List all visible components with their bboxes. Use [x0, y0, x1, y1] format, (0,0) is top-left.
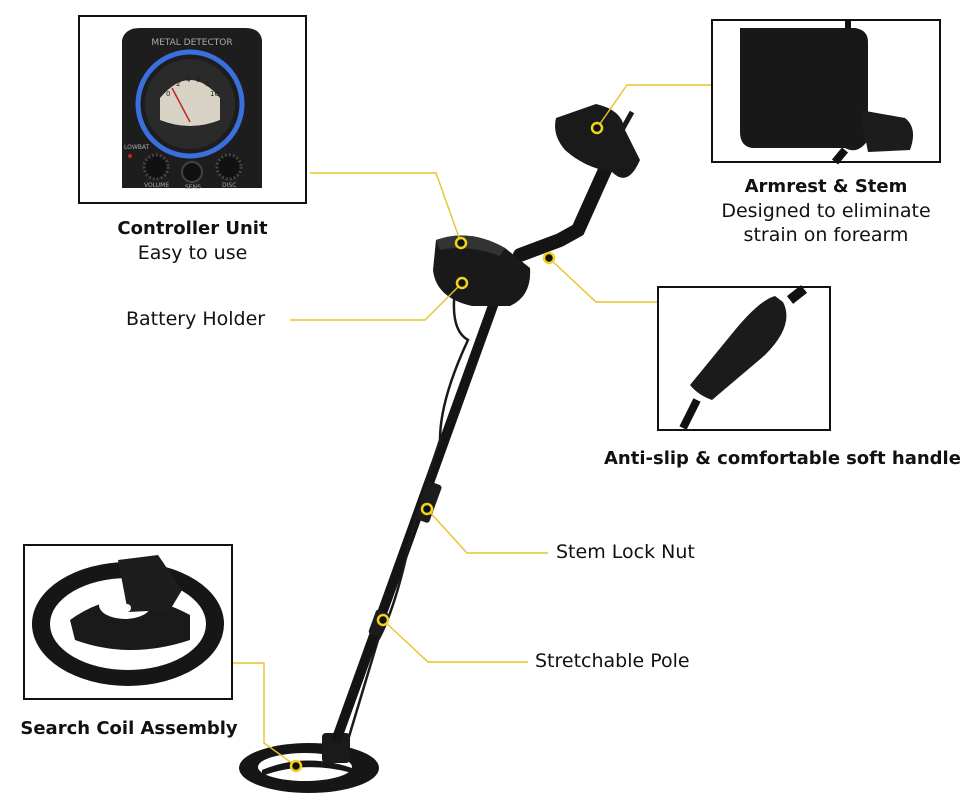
coil-inset: [23, 544, 233, 700]
armrest-line1: Designed to eliminate: [721, 200, 931, 222]
controller-label: Controller Unit Easy to use: [90, 216, 295, 265]
handle-line1: Anti-slip & comfortable: [604, 448, 841, 469]
metal-detector: [239, 104, 640, 793]
led-ring: [135, 49, 245, 159]
handle-line2: soft handle: [846, 448, 960, 469]
controller-inset: METAL DETECTOR 0 2 4 6 8 10 LOWBAT VOLUM…: [78, 15, 307, 204]
coil-bracket: [322, 733, 350, 763]
armrest-line2: strain on forearm: [743, 224, 909, 246]
svg-text:4: 4: [186, 76, 191, 84]
armrest: [555, 104, 640, 178]
marker-coil: [289, 759, 303, 773]
marker-lock-nut: [420, 502, 434, 516]
svg-text:0: 0: [166, 90, 170, 98]
meter-needle: [171, 87, 191, 123]
grip: [690, 296, 787, 400]
armrest-title: Armrest & Stem: [744, 176, 908, 197]
coil-label: Search Coil Assembly: [6, 716, 252, 741]
volume-knob: [142, 153, 170, 181]
svg-text:10: 10: [210, 90, 219, 98]
svg-text:8: 8: [205, 80, 209, 88]
svg-text:LOWBAT: LOWBAT: [124, 144, 150, 151]
stem-lock-nut: [414, 481, 442, 523]
marker-pole: [376, 613, 390, 627]
coil-title: Search Coil Assembly: [20, 718, 238, 739]
battery-holder-label: Battery Holder: [126, 308, 266, 330]
marker-controller: [454, 236, 468, 250]
armrest-label: Armrest & Stem Designed to eliminate str…: [700, 174, 952, 247]
handle-label: Anti-slip & comfortable soft handle: [604, 446, 960, 471]
svg-text:DISC: DISC: [222, 182, 236, 189]
controller-title: Controller Unit: [117, 218, 268, 239]
stretchable-pole-label: Stretchable Pole: [535, 650, 690, 672]
leader-lines: [229, 84, 712, 767]
meter-dial: [160, 80, 220, 126]
lowbat-led: [128, 154, 132, 158]
marker-handle: [542, 251, 556, 265]
stem-lock-nut-label: Stem Lock Nut: [556, 541, 695, 563]
marker-battery: [455, 276, 469, 290]
sens-knob: [181, 161, 203, 183]
svg-text:VOLUME: VOLUME: [144, 182, 169, 189]
disc-knob: [215, 153, 243, 181]
armrest-inset: [711, 19, 941, 165]
svg-text:2: 2: [176, 80, 180, 88]
svg-text:SENS: SENS: [185, 184, 201, 191]
panel-title: METAL DETECTOR: [151, 38, 232, 48]
callout-markers: [289, 121, 604, 773]
marker-armrest: [590, 121, 604, 135]
controller-subtitle: Easy to use: [137, 242, 248, 264]
svg-text:6: 6: [196, 76, 201, 84]
handle-inset: [657, 285, 831, 431]
